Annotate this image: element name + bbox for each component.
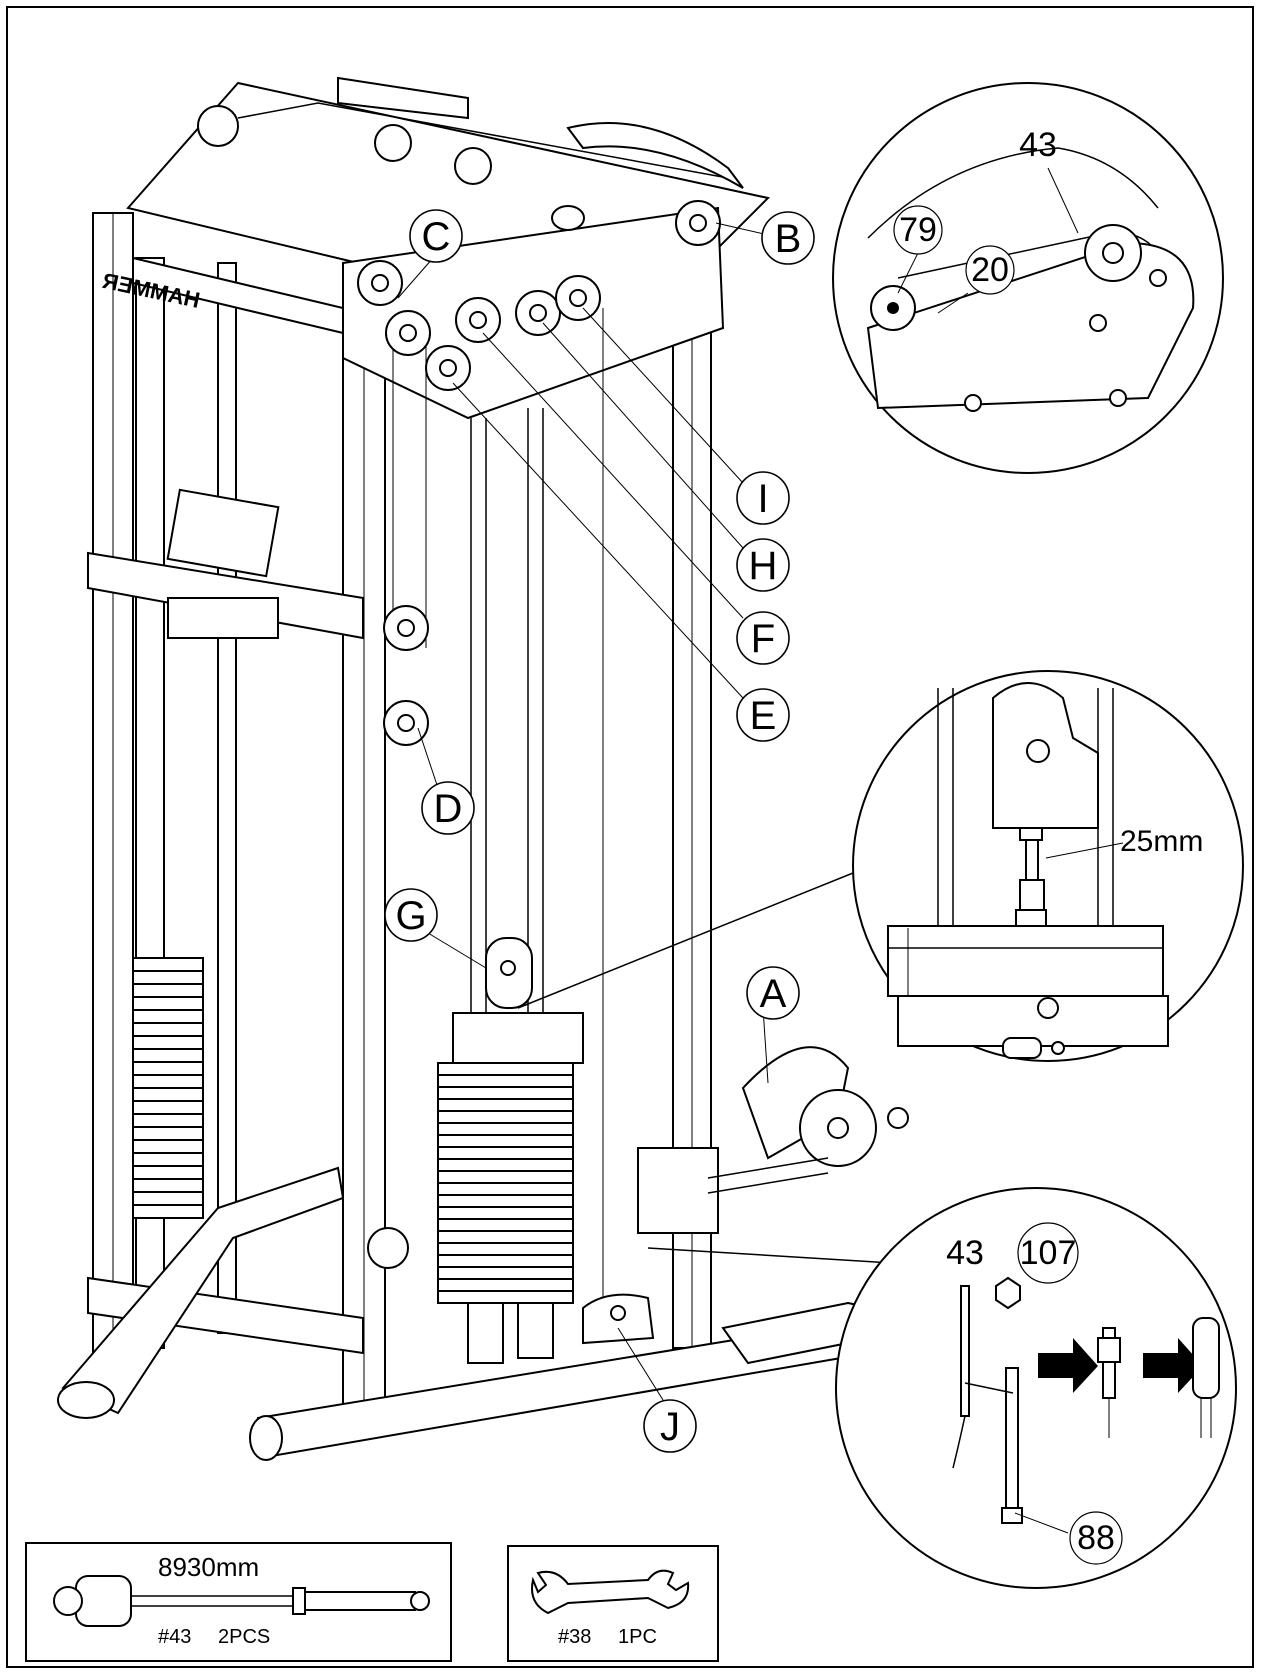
weight-plate — [437, 1086, 574, 1100]
callout-j-label: J — [660, 1405, 680, 1449]
assembly-diagram: HAMMER — [25, 76, 1244, 1662]
weight-plate — [437, 1146, 574, 1160]
weight-plate — [437, 1134, 574, 1148]
callout-g-label: G — [395, 894, 426, 938]
weight-plate — [132, 957, 204, 972]
detail-circle-top: 43 79 20 — [832, 82, 1224, 474]
weight-plate — [132, 1087, 204, 1102]
callout-b: B — [761, 211, 815, 265]
weight-plate — [132, 996, 204, 1011]
pulley-j — [582, 1293, 655, 1345]
weight-plate — [132, 1009, 204, 1024]
center-weight-stack — [437, 937, 584, 1364]
weight-plate — [437, 1242, 574, 1256]
cable-quantity: 2PCS — [218, 1626, 270, 1648]
callout-e: E — [736, 688, 790, 742]
pulley-c-lower — [385, 310, 431, 356]
weight-plate — [132, 1139, 204, 1154]
detail-top-part-20: 20 — [971, 251, 1009, 289]
callout-j: J — [643, 1399, 697, 1453]
weight-plate — [132, 1113, 204, 1128]
weight-plate — [132, 1191, 204, 1206]
callout-g: G — [384, 888, 438, 942]
weight-plate — [437, 1206, 574, 1220]
pulley-d-lower — [383, 700, 429, 746]
callout-d: D — [421, 781, 475, 835]
detail-mid-dimension: 25mm — [1120, 825, 1203, 858]
weight-plate — [132, 1100, 204, 1115]
weight-plate — [437, 1170, 574, 1184]
weight-plate — [437, 1230, 574, 1244]
pulley-top-mid — [551, 205, 585, 231]
detail-circle-middle: 25mm — [852, 670, 1244, 1062]
callout-h: H — [736, 538, 790, 592]
weight-plate — [132, 983, 204, 998]
detail-bottom-part-43: 43 — [946, 1234, 984, 1272]
pulley-bottom — [367, 1227, 409, 1269]
callout-a: A — [746, 966, 800, 1020]
weight-plate — [132, 1178, 204, 1193]
weight-plate — [437, 1266, 574, 1280]
cable-part-number: #43 — [158, 1626, 191, 1648]
callout-c-label: C — [422, 215, 451, 259]
weight-plate — [132, 1126, 204, 1141]
weight-plate — [437, 1254, 574, 1268]
callout-f: F — [736, 611, 790, 665]
weight-plate — [132, 1022, 204, 1037]
weight-plate — [437, 1122, 574, 1136]
pulley-top-left — [197, 105, 492, 185]
detail-top-part-79: 79 — [899, 211, 937, 249]
pulley-arm-a — [637, 1046, 909, 1234]
weight-plate — [437, 1062, 574, 1076]
detail-circle-bottom: 43 107 88 — [835, 1187, 1237, 1589]
pulley-d-upper — [383, 605, 429, 651]
detail-top-part-43: 43 — [1019, 126, 1057, 164]
weight-plate — [132, 1152, 204, 1167]
left-weight-stack — [132, 957, 204, 1219]
weight-plate — [132, 970, 204, 985]
callout-b-label: B — [775, 217, 802, 261]
callout-a-label: A — [760, 972, 787, 1016]
weight-plate — [437, 1158, 574, 1172]
cable-length-label: 8930mm — [158, 1552, 259, 1582]
parts-box-cable: 8930mm #43 2PCS — [25, 1542, 452, 1662]
weight-plate — [132, 1048, 204, 1063]
pulley-wheels — [197, 105, 721, 1269]
weight-plate — [132, 1074, 204, 1089]
weight-plate — [437, 1278, 574, 1292]
callout-h-label: H — [749, 544, 778, 588]
pulley-f — [455, 297, 501, 343]
callout-d-label: D — [434, 787, 463, 831]
callout-f-label: F — [751, 617, 775, 661]
parts-box-wrench: #38 1PC — [507, 1545, 719, 1662]
weight-plate — [437, 1194, 574, 1208]
leader-lines — [397, 222, 894, 1409]
weight-plate — [437, 1110, 574, 1124]
weight-plate — [437, 1218, 574, 1232]
weight-plate — [437, 1290, 574, 1304]
weight-plate — [437, 1074, 574, 1088]
weight-plate — [132, 1165, 204, 1180]
detail-bottom-part-107: 107 — [1020, 1234, 1077, 1272]
callout-c: C — [409, 209, 463, 263]
wrench-part-number: #38 — [558, 1626, 591, 1648]
callout-i: I — [736, 471, 790, 525]
detail-bottom-part-88: 88 — [1077, 1519, 1115, 1557]
pulley-b — [675, 200, 721, 246]
callout-i-label: I — [757, 477, 768, 521]
weight-plate — [437, 1098, 574, 1112]
weight-plate — [132, 1204, 204, 1219]
pulley-e — [425, 345, 471, 391]
weight-plate — [132, 1061, 204, 1076]
assembly-sheet: HAMMER — [6, 6, 1254, 1668]
pulley-c-upper — [357, 260, 403, 306]
wrench-quantity: 1PC — [618, 1626, 657, 1648]
pulley-h — [515, 290, 561, 336]
callout-e-label: E — [750, 694, 777, 738]
weight-plate — [437, 1182, 574, 1196]
weight-plate — [132, 1035, 204, 1050]
pulley-i — [555, 275, 601, 321]
